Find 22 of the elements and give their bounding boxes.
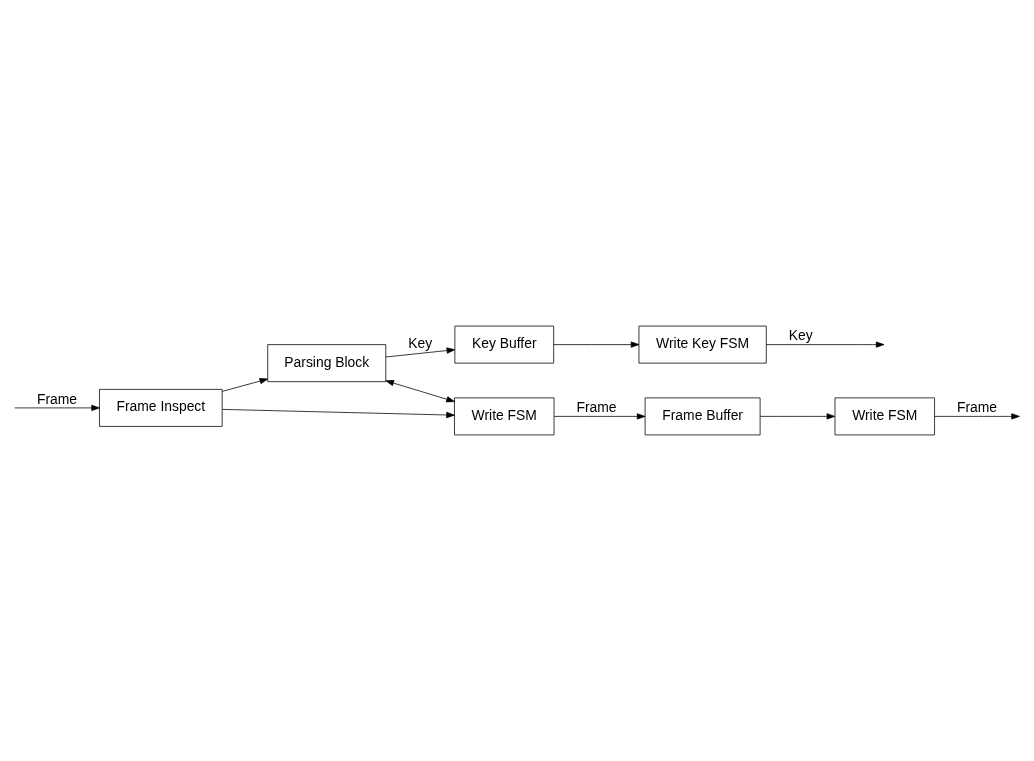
node-box: Write FSM [454,397,555,436]
arrow [385,380,455,403]
arrow [553,413,646,420]
edge-label: Key [408,335,433,352]
edge-label: Frame [36,390,78,407]
arrow [934,413,1020,420]
edge-label: Key [788,327,813,344]
arrow [759,413,836,420]
node-box: Write FSM [834,397,935,436]
edge-label: Frame [576,399,617,416]
node-box: Parsing Block [267,344,387,383]
node-box: Frame Inspect [99,389,223,427]
node-box: Write Key FSM [638,325,767,364]
arrow [221,378,269,392]
node-box: Key Buffer [454,325,555,364]
node-box: Frame Buffer [644,397,761,436]
edge-label: Frame [956,399,998,416]
arrow [553,341,640,348]
arrow [14,404,100,411]
arrow [385,347,456,358]
arrow [765,341,885,348]
arrow [221,409,455,419]
